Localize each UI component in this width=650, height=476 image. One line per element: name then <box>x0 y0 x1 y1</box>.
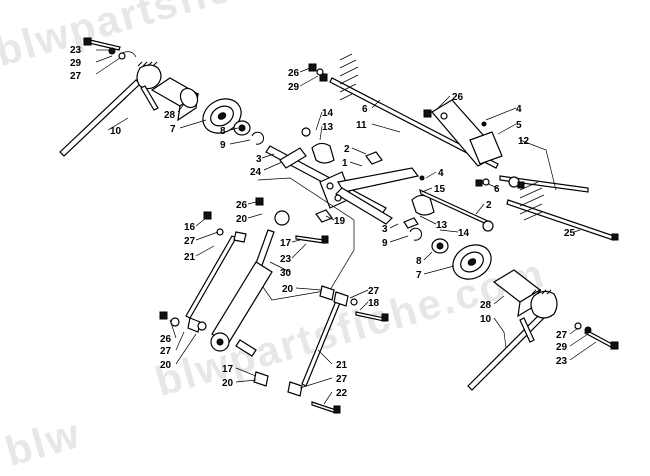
bushing-17-lower <box>253 371 269 387</box>
spacer-13-right <box>403 194 435 229</box>
callout-27: 27 <box>70 71 82 82</box>
idler-wheel-7-right <box>452 244 492 280</box>
nut-26-mid <box>255 197 264 206</box>
assembly-outline <box>257 177 355 301</box>
bearing-8-left <box>233 120 251 136</box>
rod-15 <box>419 188 494 232</box>
bolt-18 <box>355 311 389 322</box>
callout-27: 27 <box>336 374 348 385</box>
callout-13: 13 <box>436 220 448 231</box>
pivot-frame-1 <box>319 151 425 225</box>
upper-rod-11 <box>319 73 499 169</box>
callout-21: 21 <box>184 252 196 263</box>
callout-17: 17 <box>280 238 292 249</box>
rod-25 <box>506 199 619 241</box>
callout-8: 8 <box>220 126 226 137</box>
callout-22: 22 <box>336 388 348 399</box>
callout-7: 7 <box>416 270 422 281</box>
callout-13: 13 <box>322 122 334 133</box>
callout-14: 14 <box>322 108 334 119</box>
callout-27: 27 <box>368 286 380 297</box>
snap-ring-9-right <box>409 227 423 241</box>
main-shaft-24 <box>265 127 387 215</box>
callout-15: 15 <box>434 184 446 195</box>
callout-23: 23 <box>70 45 82 56</box>
callout-5: 5 <box>516 120 522 131</box>
callout-19: 19 <box>334 216 346 227</box>
callout-29: 29 <box>288 82 300 93</box>
parts-diagram: blwpartsfiche.com blwpartsfiche.com blw <box>0 0 619 475</box>
callout-25: 25 <box>564 228 576 239</box>
callout-1: 1 <box>342 158 348 169</box>
callout-28: 28 <box>164 110 176 121</box>
callout-labels: 23 29 27 10 28 7 8 9 3 24 26 29 14 13 6 … <box>70 45 576 399</box>
callout-2: 2 <box>486 200 492 211</box>
callout-21: 21 <box>336 360 348 371</box>
bolt-23-center <box>295 235 329 244</box>
bearing-8-right <box>431 238 449 254</box>
callout-23: 23 <box>556 356 568 367</box>
callout-20: 20 <box>282 284 294 295</box>
callout-4: 4 <box>516 104 522 115</box>
callout-10: 10 <box>480 314 492 325</box>
nut-26-top-right <box>423 109 432 118</box>
callout-30: 30 <box>280 268 292 279</box>
callout-4: 4 <box>438 168 444 179</box>
callout-26: 26 <box>452 92 464 103</box>
leader-lines <box>95 49 597 405</box>
spacer-19 <box>315 209 333 223</box>
callout-29: 29 <box>70 58 82 69</box>
nut-26-left <box>159 211 212 327</box>
callout-2: 2 <box>344 144 350 155</box>
link-rod-21-left <box>185 228 247 333</box>
callout-26: 26 <box>160 334 172 345</box>
spring-arm-right <box>467 289 558 391</box>
idler-wheel-7-left <box>202 98 242 134</box>
callout-8: 8 <box>416 256 422 267</box>
nut-26-top-center <box>308 63 324 76</box>
snap-ring-9-left <box>251 131 265 145</box>
callout-6: 6 <box>362 104 368 115</box>
small-parts-misc <box>475 178 525 189</box>
callout-11: 11 <box>356 120 367 131</box>
callout-24: 24 <box>250 167 262 178</box>
callout-27: 27 <box>556 330 568 341</box>
callout-28: 28 <box>480 300 492 311</box>
callout-18: 18 <box>368 298 380 309</box>
callout-7: 7 <box>170 124 176 135</box>
callout-27: 27 <box>184 236 196 247</box>
spacer-28-left <box>150 77 200 122</box>
callout-20: 20 <box>236 214 248 225</box>
callout-3: 3 <box>382 224 388 235</box>
callout-6: 6 <box>494 184 500 195</box>
rod-12 <box>499 175 589 193</box>
callout-12: 12 <box>518 136 530 147</box>
callout-26: 26 <box>288 68 300 79</box>
callout-3: 3 <box>256 154 262 165</box>
hatch-right <box>519 181 545 221</box>
callout-26: 26 <box>236 200 248 211</box>
callout-20: 20 <box>160 360 172 371</box>
spring-arm-left <box>59 61 162 157</box>
callout-23: 23 <box>280 254 292 265</box>
callout-17: 17 <box>222 364 234 375</box>
callout-27: 27 <box>160 346 172 357</box>
callout-20: 20 <box>222 378 234 389</box>
bracket-5 <box>431 99 503 167</box>
callout-9: 9 <box>220 140 226 151</box>
bolt-22 <box>311 401 341 414</box>
callout-16: 16 <box>184 222 196 233</box>
bolt-23-bottom-right <box>574 322 619 350</box>
hatch-top <box>339 53 359 101</box>
callout-10: 10 <box>110 126 122 137</box>
shock-absorber-30 <box>210 210 290 357</box>
callout-29: 29 <box>556 342 568 353</box>
callout-14: 14 <box>458 228 470 239</box>
bolt-23-top-left <box>83 37 137 60</box>
exploded-view-drawing: 23 29 27 10 28 7 8 9 3 24 26 29 14 13 6 … <box>59 37 619 414</box>
callout-9: 9 <box>382 238 388 249</box>
